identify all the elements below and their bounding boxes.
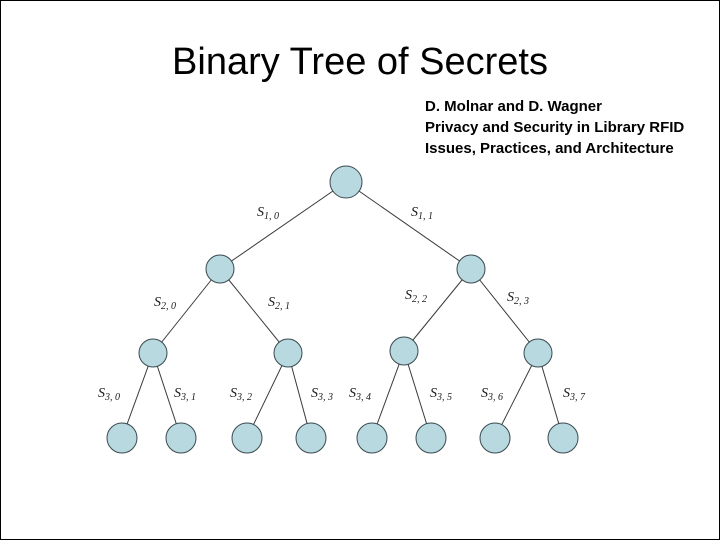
tree-edge [345, 181, 472, 270]
tree-node [138, 338, 168, 368]
edge-label: S3, 1 [174, 386, 196, 403]
tree-edge [494, 352, 539, 439]
edge-label: S1, 0 [257, 205, 279, 222]
tree-edge [152, 268, 221, 354]
tree-node [231, 422, 263, 454]
edge-label: S2, 2 [405, 288, 427, 305]
tree-node [415, 422, 447, 454]
tree-edge [219, 268, 289, 354]
tree-node [273, 338, 303, 368]
tree-node [205, 254, 235, 284]
edge-label: S3, 2 [230, 386, 252, 403]
page-title: Binary Tree of Secrets [172, 41, 548, 83]
tree-node [523, 338, 553, 368]
tree-node [547, 422, 579, 454]
edge-label: S2, 1 [268, 295, 290, 312]
tree-node [295, 422, 327, 454]
tree-node [356, 422, 388, 454]
edge-label: S2, 3 [507, 290, 529, 307]
edge-label: S3, 0 [98, 386, 120, 403]
tree-node [329, 165, 363, 199]
tree-edge [403, 268, 472, 352]
edge-label: S3, 7 [563, 386, 586, 403]
tree-edge [219, 181, 347, 270]
attribution-line-1: D. Molnar and D. Wagner [425, 98, 602, 115]
tree-node [106, 422, 138, 454]
edge-label: S2, 0 [154, 295, 176, 312]
edge-label: S3, 6 [481, 386, 503, 403]
tree-node [456, 254, 486, 284]
tree-node [165, 422, 197, 454]
tree-node [479, 422, 511, 454]
attribution-line-3: Issues, Practices, and Architecture [425, 140, 674, 157]
edge-label: S3, 4 [349, 386, 371, 403]
edge-label: S3, 5 [430, 386, 452, 403]
tree-node [389, 336, 419, 366]
attribution-block: D. Molnar and D. Wagner Privacy and Secu… [425, 96, 719, 159]
attribution-line-2: Privacy and Security in Library RFID [425, 119, 685, 136]
edge-label: S3, 3 [311, 386, 333, 403]
tree-edge [246, 352, 289, 439]
tree-edge [470, 268, 539, 354]
edge-label: S1, 1 [411, 205, 433, 222]
